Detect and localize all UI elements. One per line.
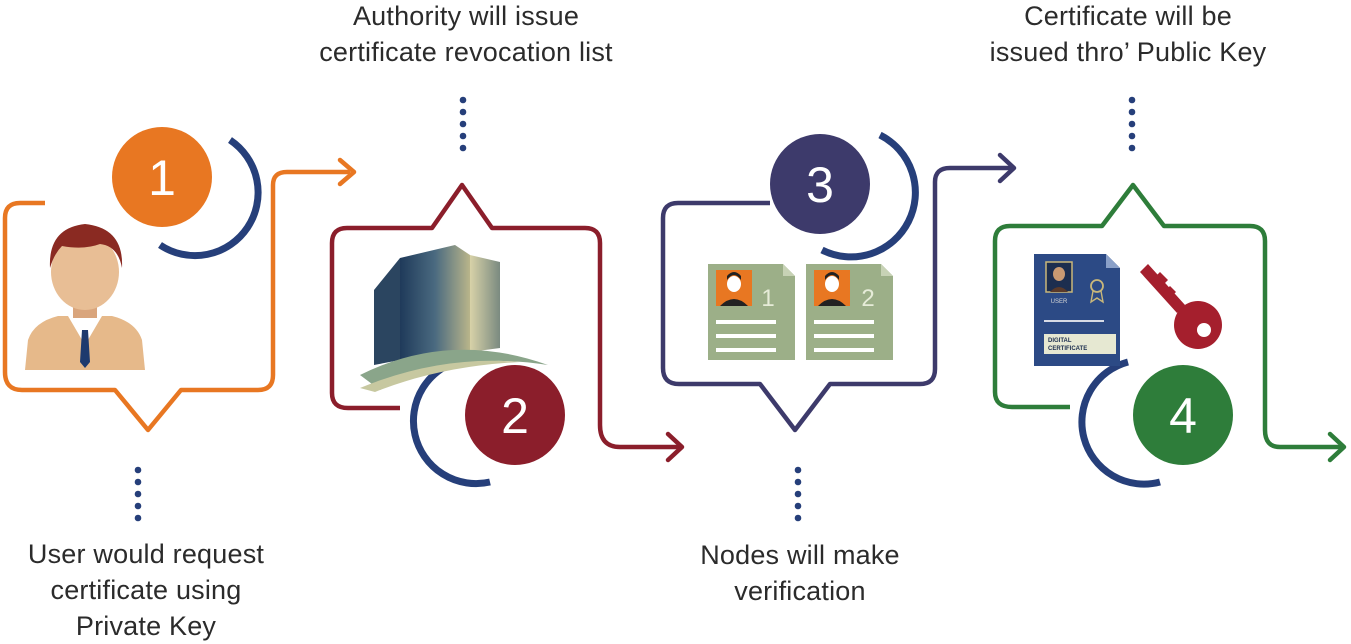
caption-line: Certificate will be: [1024, 1, 1232, 31]
step-3-caption: Nodes will make verification: [640, 537, 960, 609]
step-2-badge: [465, 365, 565, 465]
step-4-frame: [992, 182, 1342, 450]
step-2-frame: [329, 182, 680, 450]
building-icon: [360, 245, 548, 392]
step-1-number: 1: [148, 150, 176, 206]
step-3-accent-arc: [820, 131, 919, 261]
certificate-icon: USER DIGITAL CERTIFICATE: [1034, 254, 1120, 366]
certificate-user-label: USER: [1051, 299, 1068, 305]
caption-line: Nodes will make: [700, 540, 900, 570]
step-3: 3 1 2: [660, 131, 1017, 433]
step-2: 2: [329, 182, 685, 488]
arrow-right-icon: [337, 157, 357, 187]
step-1-accent-arc: [158, 137, 262, 260]
certificate-title-line1: DIGITAL: [1048, 338, 1072, 344]
step-1-frame: [2, 169, 350, 433]
document-icon: 2: [806, 264, 893, 360]
dotted-connector: [794, 466, 802, 522]
caption-line: Private Key: [75, 611, 217, 641]
step-2-number: 2: [501, 388, 529, 444]
step-1-badge: [112, 127, 212, 227]
step-4: 4 USER DIGITAL CERTIFICATE: [992, 182, 1347, 488]
caption-line: verification: [734, 576, 866, 606]
step-4-accent-arc: [1078, 358, 1161, 488]
arrow-right-icon: [997, 152, 1017, 184]
caption-line: Authority will issue: [352, 1, 580, 31]
step-3-badge: [770, 134, 870, 234]
arrow-right-icon: [1327, 431, 1347, 463]
caption-line: issued thro’ Public Key: [989, 37, 1267, 67]
step-4-caption: Certificate will be issued thro’ Public …: [955, 0, 1301, 70]
document-2-number: 2: [861, 285, 874, 312]
caption-line: certificate using: [50, 575, 242, 605]
document-icon: 1: [708, 264, 795, 360]
step-1: 1: [2, 127, 357, 433]
step-3-number: 3: [806, 157, 834, 213]
step-4-badge: [1133, 365, 1233, 465]
step-3-frame: [660, 165, 1012, 433]
step-1-caption: User would request certificate using Pri…: [0, 536, 292, 644]
dotted-connector: [134, 466, 142, 522]
step-4-number: 4: [1169, 388, 1197, 444]
step-2-caption: Authority will issue certificate revocat…: [296, 0, 636, 70]
user-avatar-icon: [25, 224, 145, 370]
certificate-title-line2: CERTIFICATE: [1048, 346, 1087, 352]
key-icon: [1140, 264, 1222, 349]
arrow-right-icon: [665, 431, 685, 463]
dotted-connector: [459, 96, 467, 152]
caption-line: User would request: [27, 539, 265, 569]
caption-line: certificate revocation list: [319, 37, 613, 67]
dotted-connector: [1128, 96, 1136, 152]
document-1-number: 1: [761, 285, 774, 312]
